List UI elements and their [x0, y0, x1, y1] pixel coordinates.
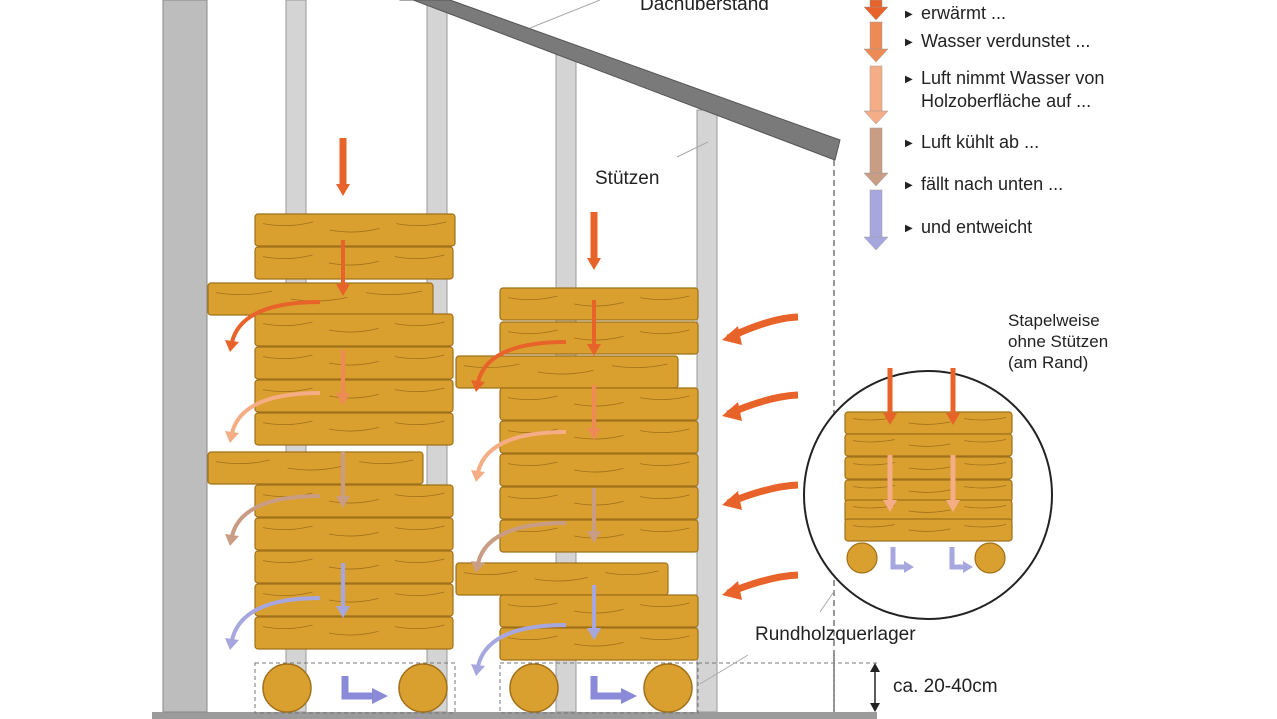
arrow-down-icon [946, 455, 960, 512]
legend-item: ▶fällt nach unten ... [905, 174, 1064, 194]
curved-arrow-icon [471, 430, 567, 482]
firewood-log [499, 486, 699, 520]
firewood-log [254, 484, 454, 518]
firewood-log [844, 456, 1013, 480]
firewood-log [844, 433, 1013, 457]
outflow-arrow [949, 547, 964, 570]
legend-arrows [863, 0, 889, 251]
label-clearance: ca. 20-40cm [893, 676, 998, 697]
firewood-log [844, 479, 1013, 503]
legend-item: ▶Luft nimmt Wasser von Holzoberfläche au… [905, 68, 1105, 111]
firewood-log [254, 313, 454, 347]
arrow-down-icon [336, 138, 350, 196]
arrow-down-icon [587, 488, 601, 543]
label-supports: Stützen [595, 168, 660, 189]
arrow-down-icon [883, 368, 897, 425]
firewood-log [207, 282, 434, 316]
firewood-log [254, 412, 454, 446]
legend-item: ▶Luft kühlt ab ... [905, 132, 1040, 152]
round-log [974, 542, 1006, 574]
label-stack-without-supports: Stapelweise ohne Stützen (am Rand) [1008, 311, 1109, 372]
firewood-log [499, 387, 699, 421]
outgoing-air-arrows [341, 676, 637, 704]
firewood-log [254, 616, 454, 650]
round-log [846, 542, 878, 574]
legend-item: ▶erwärmt ... [905, 3, 1007, 23]
airflow-arrows [225, 138, 601, 676]
inset-stack-without-supports [803, 368, 1053, 620]
firewood-log [844, 411, 1013, 435]
arrow-down-icon [946, 368, 960, 425]
firewood-log [254, 550, 454, 584]
arrow-down-icon [336, 563, 350, 618]
curved-arrow-icon [225, 596, 321, 650]
arrow-down-icon [863, 0, 889, 21]
incoming-air-arrows [722, 313, 799, 600]
arrow-down-icon [863, 65, 889, 125]
ground-line [152, 712, 877, 719]
firewood-log [207, 451, 424, 485]
arrow-down-icon [587, 212, 601, 270]
curved-arrow-icon [225, 391, 321, 443]
firewood-log [254, 213, 456, 247]
firewood-log [844, 518, 1013, 542]
firewood-log [499, 453, 699, 487]
label-roof-overhang: Dachüberstand [640, 0, 769, 15]
roof-overhang [399, 0, 841, 161]
arrow-down-icon [863, 189, 889, 251]
support-post [696, 109, 718, 713]
label-round-log-bearer: Rundholzquerlager [755, 624, 916, 645]
arrow-down-icon [587, 300, 601, 356]
arrow-down-icon [883, 455, 897, 512]
firewood-log [499, 594, 699, 628]
arrow-down-icon [863, 127, 889, 187]
firewood-log [455, 562, 669, 596]
arrow-down-icon [336, 350, 350, 405]
arrow-down-icon [863, 21, 889, 63]
firewood-log [499, 321, 699, 355]
curved-arrow-icon [471, 521, 567, 573]
arrow-down-icon [587, 385, 601, 440]
woodpile-stack-right [455, 287, 699, 661]
firewood-log [499, 627, 699, 661]
legend-item: ▶und entweicht [905, 217, 1033, 237]
firewood-log [254, 246, 454, 280]
round-log-bearers [262, 663, 693, 713]
curved-arrow-icon [471, 340, 567, 392]
arrow-down-icon [336, 452, 350, 508]
firewood-log [254, 517, 454, 551]
legend-item: ▶Wasser verdunstet ... [905, 31, 1091, 51]
arrow-down-icon [587, 585, 601, 640]
firewood-log [499, 287, 699, 321]
firewood-log [499, 420, 699, 454]
firewood-log [254, 583, 454, 617]
firewood-log [254, 346, 454, 380]
curved-arrow-icon [225, 300, 321, 352]
curved-arrow-icon [471, 623, 567, 676]
outflow-arrow [890, 547, 905, 570]
woodpile-stack-left [207, 213, 456, 650]
curved-arrow-icon [225, 494, 321, 546]
arrow-down-icon [336, 240, 350, 296]
wall-post-left [162, 0, 208, 713]
firewood-log [254, 379, 454, 413]
